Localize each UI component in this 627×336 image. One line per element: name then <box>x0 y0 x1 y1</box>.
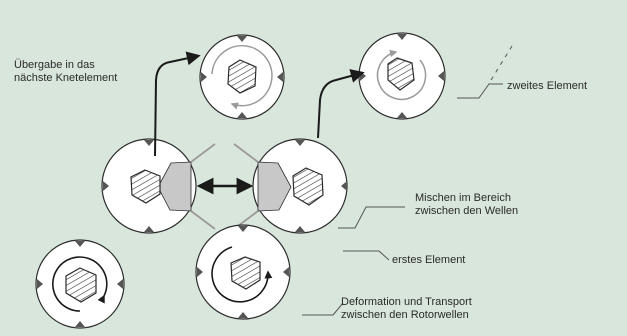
label-first-element: erstes Element <box>392 254 466 266</box>
pentagon-rotor <box>387 57 415 91</box>
label-mixing: Mischen im Bereich zwischen den Wellen <box>415 192 519 217</box>
disk-top-left <box>199 34 285 120</box>
disk-bottom-left <box>35 239 125 329</box>
callout-lines <box>302 45 513 316</box>
pentagon-rotor <box>292 167 324 206</box>
pentagon-rotor <box>130 169 161 204</box>
disk-top-right <box>358 32 446 120</box>
transfer-arrow-right <box>317 69 365 139</box>
transfer-arrow-left <box>154 51 201 157</box>
pentagon-rotor <box>230 256 261 290</box>
mixing-zone-lines <box>190 143 259 230</box>
label-second-element: zweites Element <box>507 80 588 92</box>
label-deformation: Deformation und Transport zwischen den R… <box>341 296 472 321</box>
disk-middle-right <box>252 138 348 234</box>
pentagon-rotor <box>65 267 97 303</box>
disk-bottom-middle <box>195 224 291 320</box>
label-transfer-next: Übergabe in das nächste Knetelement <box>14 59 118 84</box>
pentagon-rotor <box>227 59 257 94</box>
disk-middle-left <box>101 138 197 234</box>
mixing-zone-right <box>257 161 292 212</box>
